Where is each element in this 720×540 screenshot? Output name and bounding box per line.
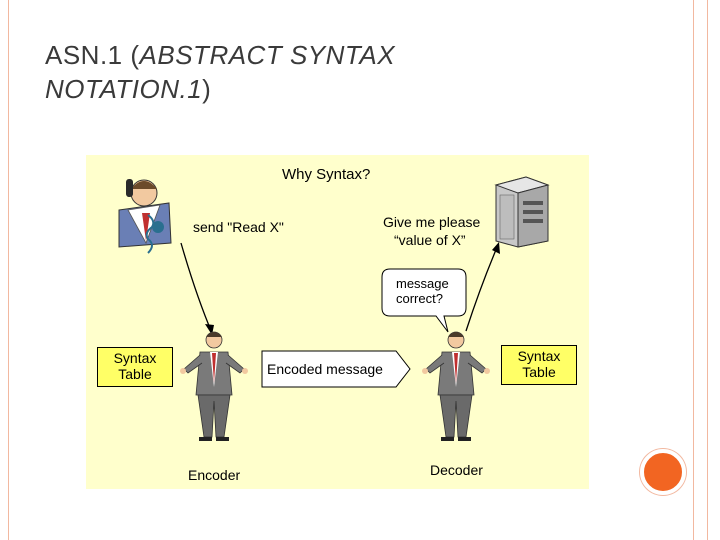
request-label-line1: Give me please xyxy=(383,214,480,230)
diagram-heading: Why Syntax? xyxy=(282,166,370,183)
encoder-label: Encoder xyxy=(188,467,240,483)
syntax-table-right: Syntax Table xyxy=(501,345,577,385)
encoded-message-label: Encoded message xyxy=(267,361,383,377)
bubble-line2: correct? xyxy=(396,291,443,306)
diagram-graphics xyxy=(86,155,589,489)
encoder-person-icon xyxy=(180,332,248,441)
syntax-diagram: Why Syntax? send "Read X" Give me please… xyxy=(86,155,589,489)
slide-title: ASN.1 (ABSTRACT SYNTAX NOTATION.1) xyxy=(45,38,485,106)
arrow-send xyxy=(181,243,214,335)
bubble-line1: message xyxy=(396,276,449,291)
syntax-table-right-line2: Table xyxy=(502,364,576,380)
frame-line-left xyxy=(8,0,9,540)
send-label: send "Read X" xyxy=(193,219,284,235)
decoder-person-icon xyxy=(422,332,490,441)
syntax-table-left-line1: Syntax xyxy=(98,350,172,366)
slide-title-text: ASN.1 ( xyxy=(45,40,140,70)
request-label-line2: “value of X” xyxy=(394,232,466,248)
server-icon xyxy=(496,177,548,247)
syntax-table-left-line2: Table xyxy=(98,366,172,382)
frame-line-right-1 xyxy=(693,0,694,540)
syntax-table-right-line1: Syntax xyxy=(502,348,576,364)
arrow-request xyxy=(466,242,500,331)
syntax-table-left: Syntax Table xyxy=(97,347,173,387)
decoder-label: Decoder xyxy=(430,462,483,478)
slide-title-close: ) xyxy=(202,74,211,104)
phone-caller-icon xyxy=(119,179,171,253)
decorative-circle xyxy=(640,449,686,495)
frame-line-right-2 xyxy=(707,0,708,540)
